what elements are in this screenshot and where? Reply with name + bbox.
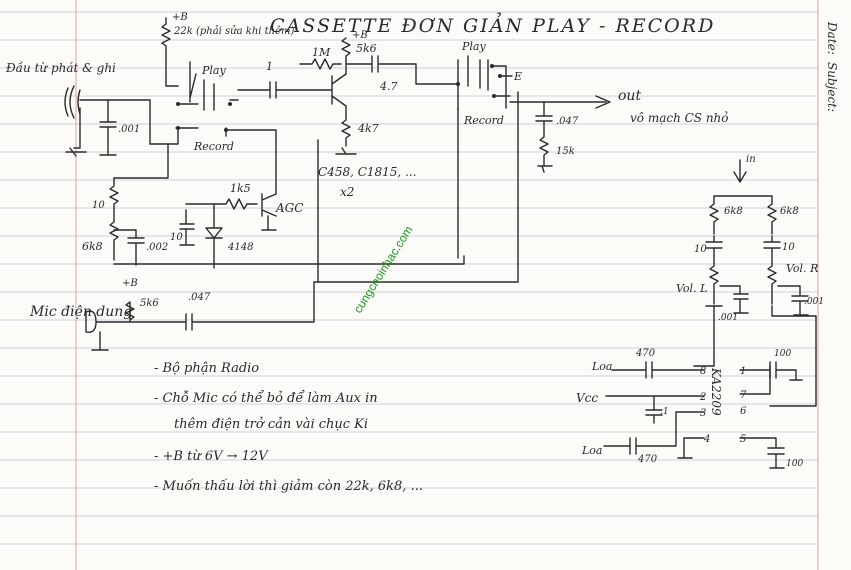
plus-b-top-label: +B (172, 12, 188, 23)
vcc-label: Vcc (576, 391, 598, 405)
c10-r-label: 10 (782, 242, 795, 253)
c1-vcc-label: .1 (660, 407, 669, 417)
r5k6-top-label: 5k6 (356, 42, 377, 55)
capacitor-001-head (99, 99, 117, 156)
r22k-label: 22k (phải sửa khi thêm) (173, 26, 294, 37)
date-label: Date: (825, 21, 839, 55)
r4k7-label: 4k7 (357, 122, 379, 135)
plus-b2-label: +B (352, 30, 368, 41)
amplifier-section (603, 361, 803, 469)
mic-section (85, 91, 519, 351)
c10-agc-label: 10 (170, 232, 183, 243)
e-label: E (513, 70, 522, 83)
output-filter (535, 101, 553, 173)
agc-label: AGC (275, 201, 303, 215)
record1-label: Record (193, 140, 234, 153)
tape-head (64, 85, 151, 157)
c001-l-label: .001 (718, 313, 738, 323)
in-label: in (746, 154, 756, 165)
r6k8-r-label: 6k8 (780, 206, 799, 217)
transistor-stage (299, 37, 459, 155)
c001-head-label: .001 (118, 124, 140, 135)
note-2: - Chỗ Mic có thể bỏ để làm Aux in (154, 390, 378, 406)
r15k-label: 15k (556, 146, 575, 157)
capacitor-1uf (237, 81, 317, 99)
head-label: Đầu từ phát & ghi (5, 60, 116, 75)
x2-label: x2 (340, 185, 354, 199)
out-note-label: vô mạch CS nhỏ (630, 111, 729, 125)
ic-label: KA2209 (709, 367, 723, 416)
agc-section (179, 129, 277, 269)
loa-top-label: Loa (591, 360, 613, 373)
cap-1-label: 1 (266, 60, 273, 73)
vol-l-label: Vol. L (676, 282, 707, 295)
pin-7-label: 7 (740, 390, 747, 401)
volume-section (693, 159, 817, 407)
record2-label: Record (463, 114, 504, 127)
c47-label: 4.7 (379, 80, 398, 93)
note-4: - +B từ 6V → 12V (154, 449, 269, 464)
pin-3-label: 3 (700, 408, 706, 419)
c047-mic-label: .047 (188, 292, 211, 303)
note-5: - Muốn thấu lời thì giảm còn 22k, 6k8, .… (154, 478, 423, 494)
d4148-label: 4148 (227, 242, 253, 253)
note-1: - Bộ phận Radio (154, 361, 259, 376)
mic-label: Mic điện dung (29, 304, 132, 320)
plus-b-mic-label: +B (122, 278, 138, 289)
pin-8-label: 8 (700, 366, 706, 377)
c002-label: .002 (146, 242, 168, 253)
resistor-22k (161, 17, 179, 87)
r5k6-mic-label: 5k6 (140, 298, 159, 309)
r10-label: 10 (92, 200, 105, 211)
play1-label: Play (201, 64, 226, 77)
page-title: CASSETTE ĐƠN GIẢN PLAY - RECORD (270, 13, 715, 37)
r6k8-label: 6k8 (82, 240, 103, 253)
c470-top-label: 470 (635, 348, 656, 359)
r1k5-label: 1k5 (230, 182, 251, 195)
c001-r-label: .001 (804, 297, 824, 307)
pin-1-label: 1 (740, 366, 746, 377)
c100-top-label: 100 (774, 349, 791, 359)
r6k8-l-label: 6k8 (724, 206, 743, 217)
play2-label: Play (461, 40, 486, 53)
input-rc-chain (109, 143, 465, 266)
note-3: thêm điện trở cản vài chục Ki (174, 417, 368, 432)
c047-out-label: .047 (556, 116, 579, 127)
loa-bot-label: Loa (581, 444, 603, 457)
watermark: cungchoinhac.com (351, 223, 416, 315)
switch-play-record-2 (456, 55, 611, 259)
vol-r-label: Vol. R (786, 262, 818, 275)
out-label: out (618, 88, 641, 104)
pin-2-label: 2 (699, 392, 706, 403)
c10-l-label: 10 (694, 244, 707, 255)
pin-4-label: 4 (703, 434, 710, 445)
c470-bot-label: 470 (637, 454, 658, 465)
r1m-label: 1M (312, 46, 331, 59)
transistors-label: C458, C1815, ... (318, 165, 417, 179)
pin-6-label: 6 (740, 406, 747, 417)
notebook-rules (0, 11, 818, 545)
subject-label: Subject: (825, 62, 839, 112)
c100-bot-label: 100 (786, 459, 803, 469)
pin-5-label: 5 (740, 434, 746, 445)
